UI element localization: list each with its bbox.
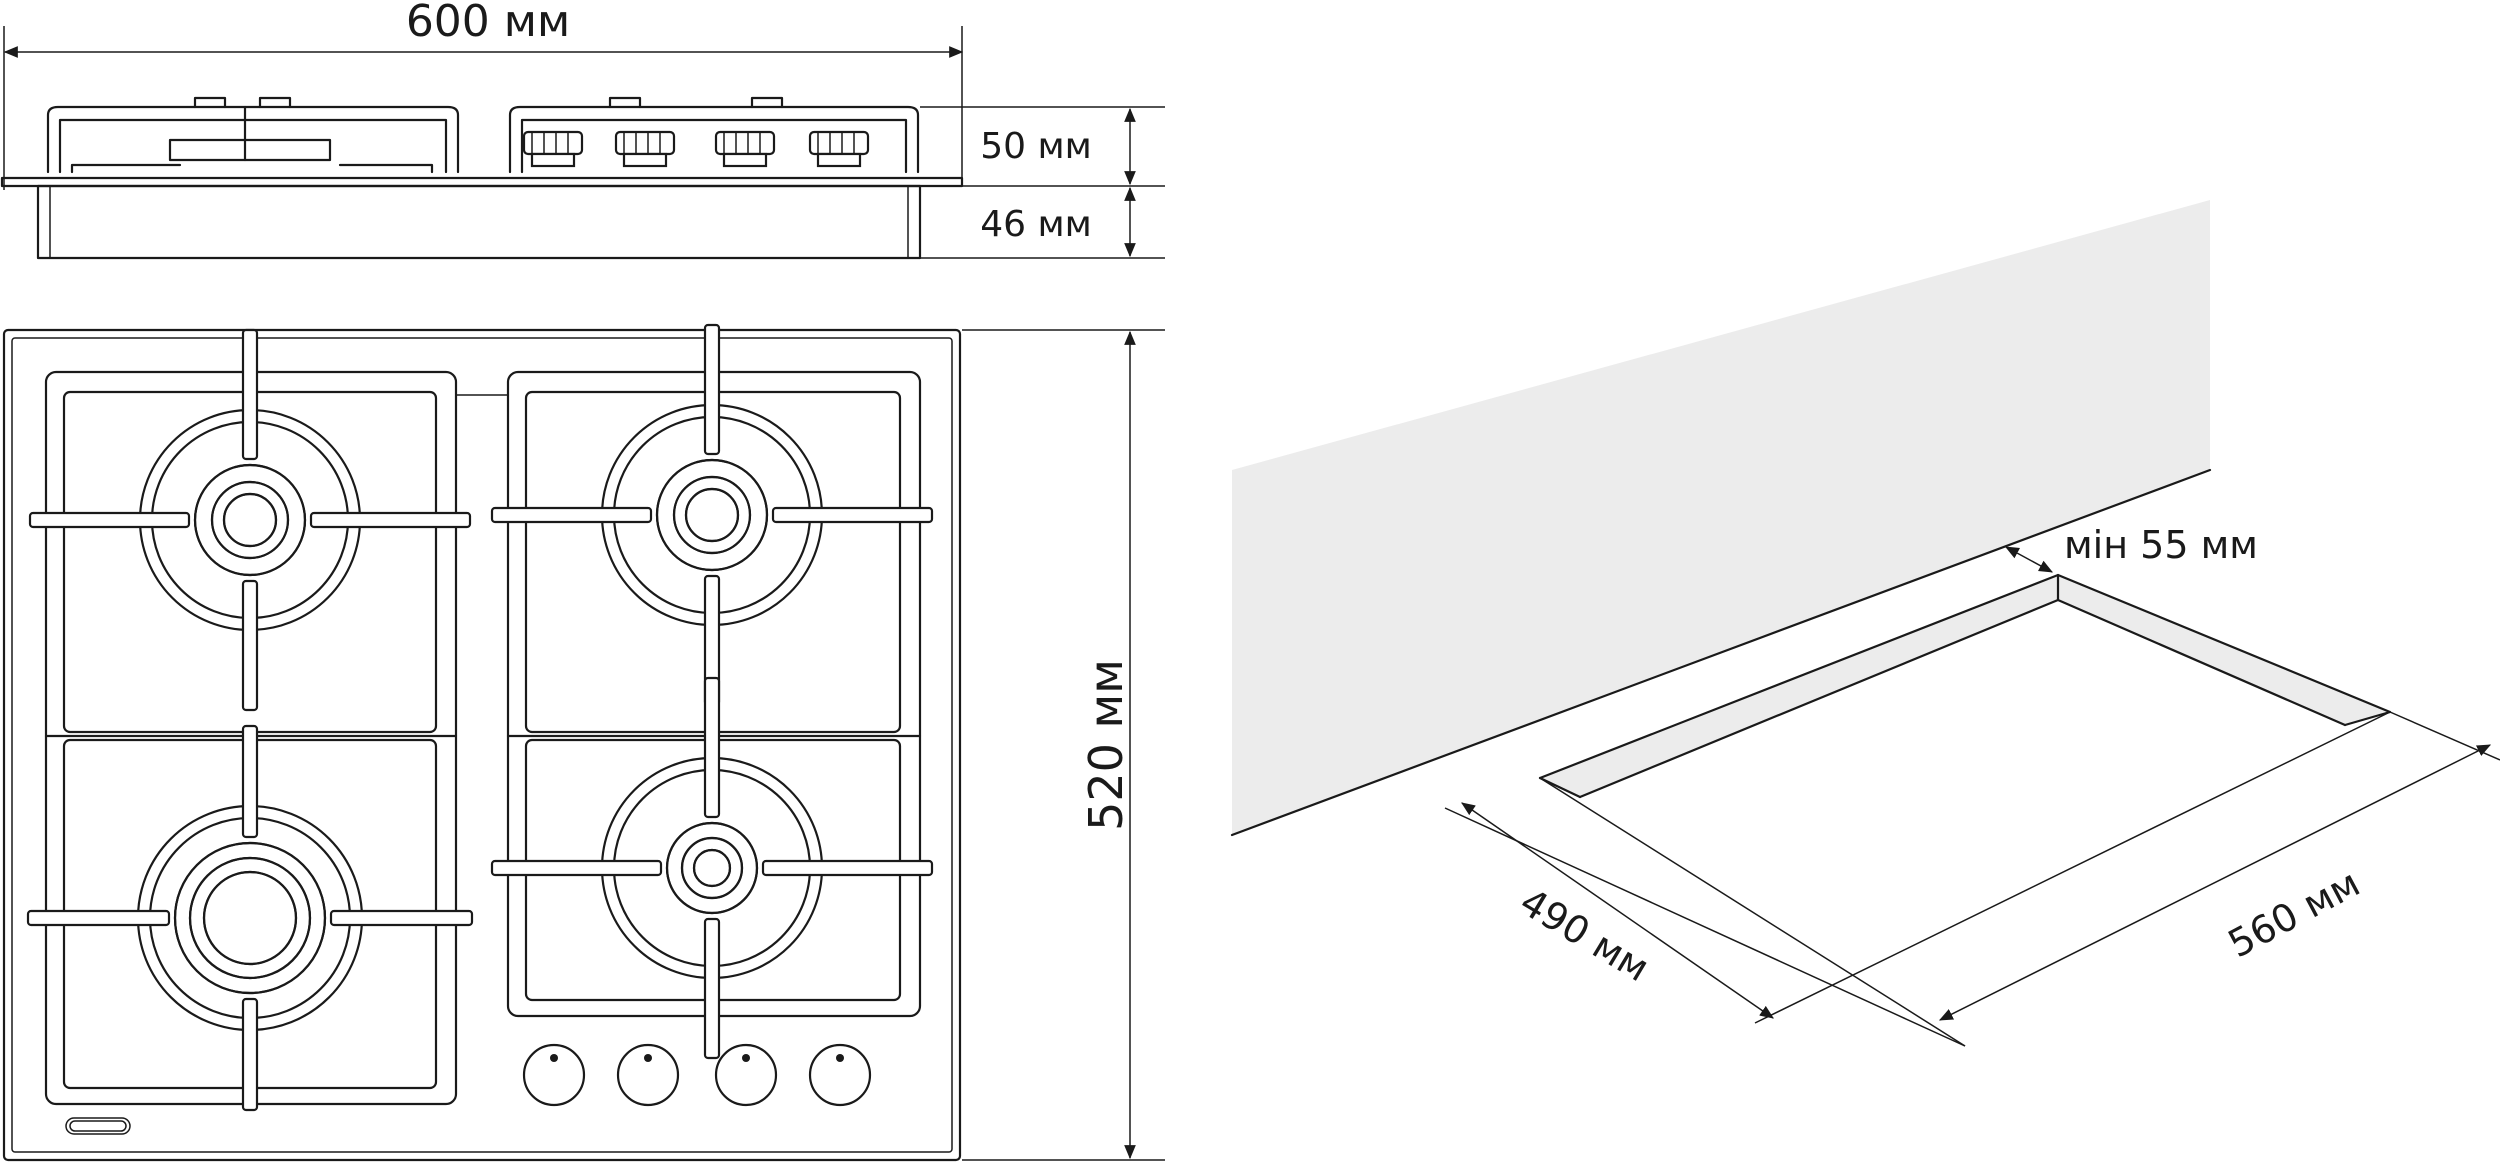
cutout-edge-back [2058, 575, 2390, 725]
control-knob-icon [714, 130, 776, 168]
top-view: 520 мм [2, 323, 1165, 1162]
brand-logo [65, 1117, 131, 1135]
cutout-width-label: 560 мм [2221, 861, 2367, 966]
width-label: 600 мм [406, 0, 570, 47]
burner-icon [28, 328, 472, 712]
height-below-label: 46 мм [980, 204, 1092, 245]
control-knob-icon [614, 130, 676, 168]
min-gap-label: мін 55 мм [2064, 523, 2258, 567]
wok-burner-icon [26, 724, 474, 1112]
cutout-view: мін 55 мм 490 мм 560 мм [1230, 200, 2500, 1047]
control-knob-icon [522, 130, 584, 168]
control-knob-icon[interactable] [808, 1043, 872, 1107]
burner-icon [490, 676, 934, 1060]
depth-label: 520 мм [1079, 659, 1133, 831]
wall-surface [1232, 200, 2210, 835]
control-knob-icon[interactable] [714, 1043, 778, 1107]
side-knobs [522, 130, 870, 168]
control-knob-icon[interactable] [616, 1043, 680, 1107]
cutout-width-dimension-line [1938, 744, 2492, 1021]
cutout-depth-dimension-line [1461, 802, 1774, 1019]
burners [26, 323, 934, 1112]
cutout-depth-label: 490 мм [1513, 879, 1657, 990]
control-knob-icon[interactable] [522, 1043, 586, 1107]
cutout-edge-left [1540, 575, 2058, 797]
height-above-label: 50 мм [980, 126, 1092, 167]
front-knobs [522, 1043, 872, 1107]
min-gap-dimension-line [2004, 546, 2054, 573]
side-view: 600 мм [0, 0, 1165, 260]
burner-icon [490, 323, 934, 707]
right-grate [456, 370, 922, 1018]
control-knob-icon [808, 130, 870, 168]
